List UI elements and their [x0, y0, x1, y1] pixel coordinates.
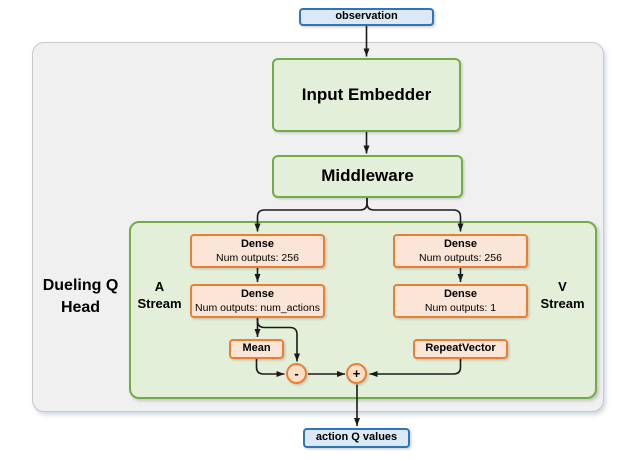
input-embedder-node: Input Embedder: [272, 58, 461, 132]
middleware-node: Middleware: [272, 155, 463, 198]
edge-mean-to-subtract: [255, 359, 285, 377]
dueling-q-head-label-line1: Dueling Q: [42, 277, 119, 294]
edge-middleware-to-dense-a1: [254, 198, 368, 232]
dense-v1-detail: Num outputs: 256: [419, 252, 502, 264]
v-stream-label: V Stream: [528, 278, 597, 312]
dense-a1-detail: Num outputs: 256: [216, 252, 299, 264]
edge-middleware-to-dense-v1: [366, 198, 464, 232]
subtract-operator-node: -: [286, 363, 307, 384]
action-q-values-node: action Q values: [303, 428, 410, 448]
a-stream-label-line2: Stream: [137, 296, 182, 311]
dense-a2-title: Dense: [240, 288, 275, 300]
add-operator-node: +: [346, 363, 367, 384]
repeat-vector-node: RepeatVector: [413, 339, 508, 359]
dense-v2-node: Dense Num outputs: 1: [393, 284, 528, 318]
observation-node: observation: [299, 8, 434, 26]
dense-a2-detail: Num outputs: num_actions: [195, 302, 320, 314]
v-stream-label-line1: V: [558, 279, 567, 294]
v-stream-label-line2: Stream: [540, 296, 585, 311]
dueling-q-head-label: Dueling Q Head: [32, 275, 129, 319]
dense-v2-detail: Num outputs: 1: [424, 302, 497, 314]
edge-dense-a2-to-subtract: [256, 318, 300, 362]
a-stream-label-line1: A: [154, 279, 165, 294]
dueling-q-head-label-line2: Head: [60, 299, 101, 316]
dense-v1-node: Dense Num outputs: 256: [393, 234, 528, 268]
dense-v1-title: Dense: [443, 238, 478, 250]
a-stream-label: A Stream: [129, 278, 190, 312]
dense-a2-node: Dense Num outputs: num_actions: [190, 284, 325, 318]
mean-node: Mean: [229, 339, 284, 359]
dense-a1-node: Dense Num outputs: 256: [190, 234, 325, 268]
edge-repeatvector-to-add: [369, 359, 462, 377]
dense-a1-title: Dense: [240, 238, 275, 250]
dense-v2-title: Dense: [443, 288, 478, 300]
